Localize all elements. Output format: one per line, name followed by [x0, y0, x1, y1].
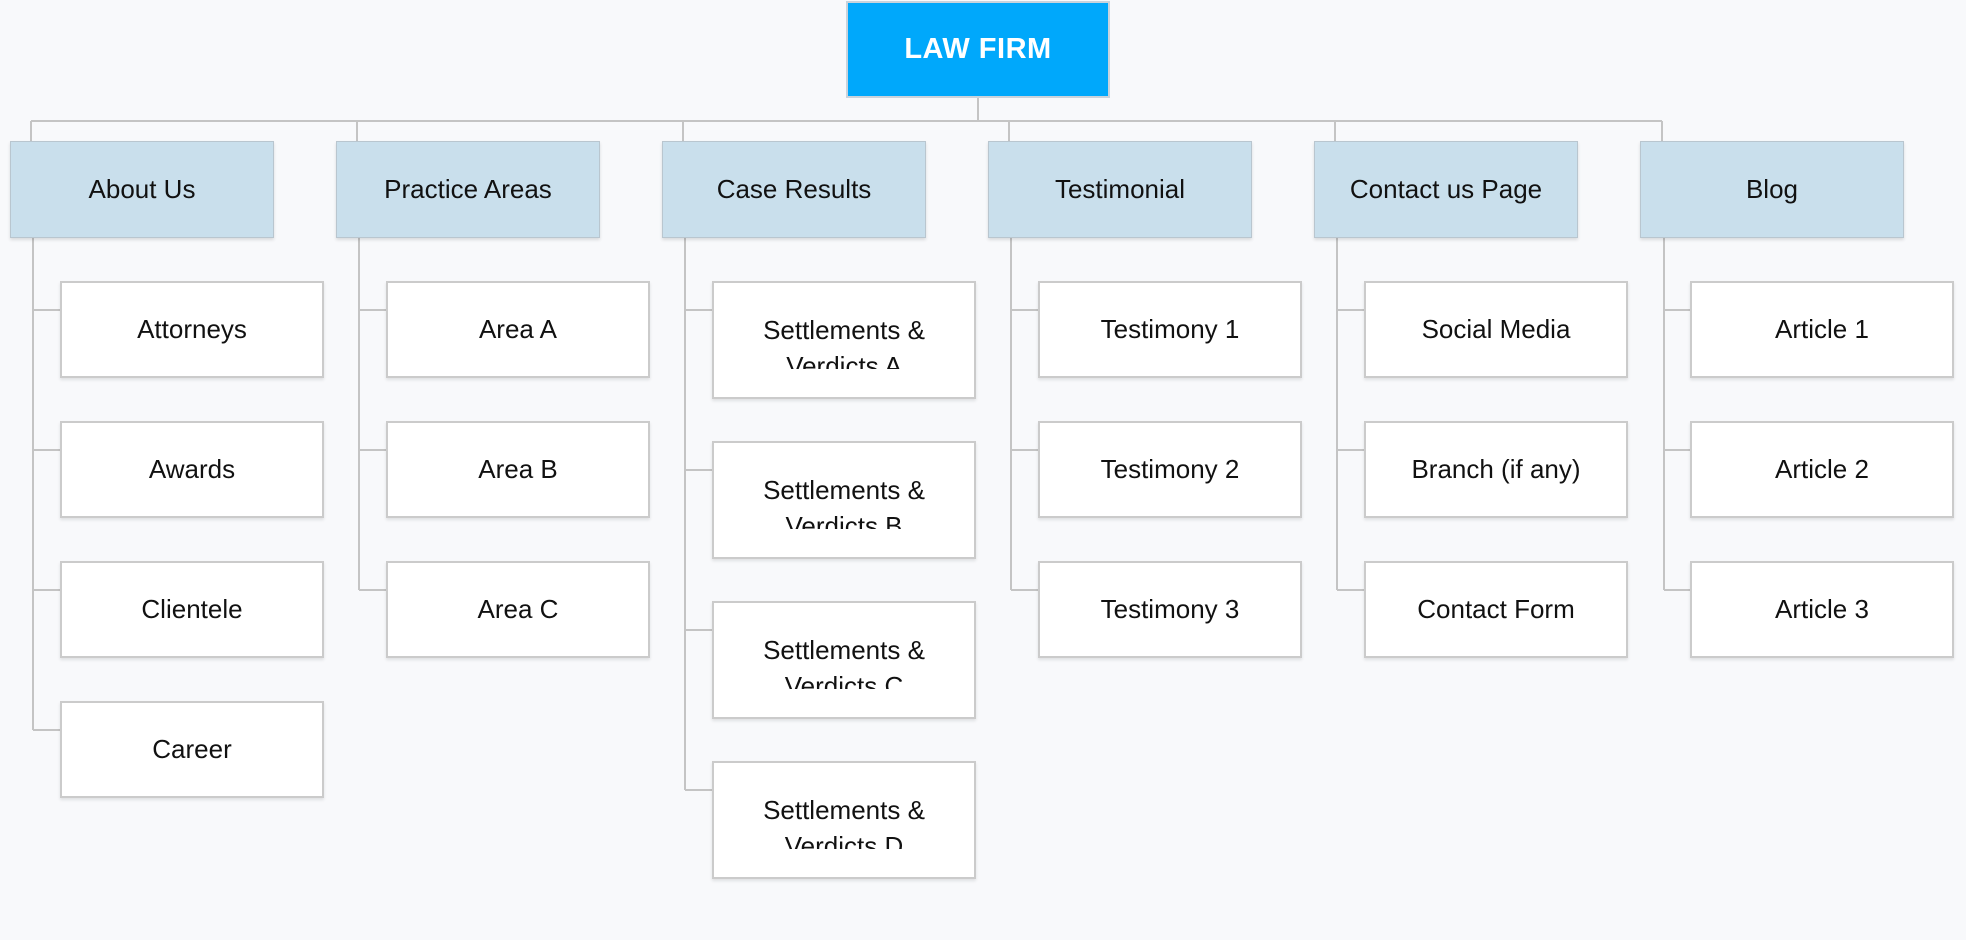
node-testimony-2[interactable]: Testimony 2: [1038, 421, 1302, 518]
node-branch[interactable]: Branch (if any): [1364, 421, 1628, 518]
node-attorneys[interactable]: Attorneys: [60, 281, 324, 378]
node-article-3[interactable]: Article 3: [1690, 561, 1954, 658]
category-about-us[interactable]: About Us: [10, 141, 274, 238]
node-label: Settlements & Verdicts D: [763, 795, 925, 849]
category-contact-us-page[interactable]: Contact us Page: [1314, 141, 1578, 238]
node-settlements-verdicts-d[interactable]: Settlements & Verdicts D: [712, 761, 976, 879]
node-testimony-3[interactable]: Testimony 3: [1038, 561, 1302, 658]
root-node[interactable]: LAW FIRM: [846, 1, 1110, 98]
node-label: Settlements & Verdicts B: [763, 475, 925, 529]
node-area-c[interactable]: Area C: [386, 561, 650, 658]
category-testimonial[interactable]: Testimonial: [988, 141, 1252, 238]
node-settlements-verdicts-a[interactable]: Settlements & Verdicts A: [712, 281, 976, 399]
node-contact-form[interactable]: Contact Form: [1364, 561, 1628, 658]
node-area-a[interactable]: Area A: [386, 281, 650, 378]
node-social-media[interactable]: Social Media: [1364, 281, 1628, 378]
node-career[interactable]: Career: [60, 701, 324, 798]
node-article-2[interactable]: Article 2: [1690, 421, 1954, 518]
node-settlements-verdicts-b[interactable]: Settlements & Verdicts B: [712, 441, 976, 559]
category-blog[interactable]: Blog: [1640, 141, 1904, 238]
node-clientele[interactable]: Clientele: [60, 561, 324, 658]
node-article-1[interactable]: Article 1: [1690, 281, 1954, 378]
category-case-results[interactable]: Case Results: [662, 141, 926, 238]
category-practice-areas[interactable]: Practice Areas: [336, 141, 600, 238]
node-settlements-verdicts-c[interactable]: Settlements & Verdicts C: [712, 601, 976, 719]
node-area-b[interactable]: Area B: [386, 421, 650, 518]
node-label: Settlements & Verdicts C: [763, 635, 925, 689]
node-testimony-1[interactable]: Testimony 1: [1038, 281, 1302, 378]
node-label: Settlements & Verdicts A: [763, 315, 925, 369]
node-awards[interactable]: Awards: [60, 421, 324, 518]
